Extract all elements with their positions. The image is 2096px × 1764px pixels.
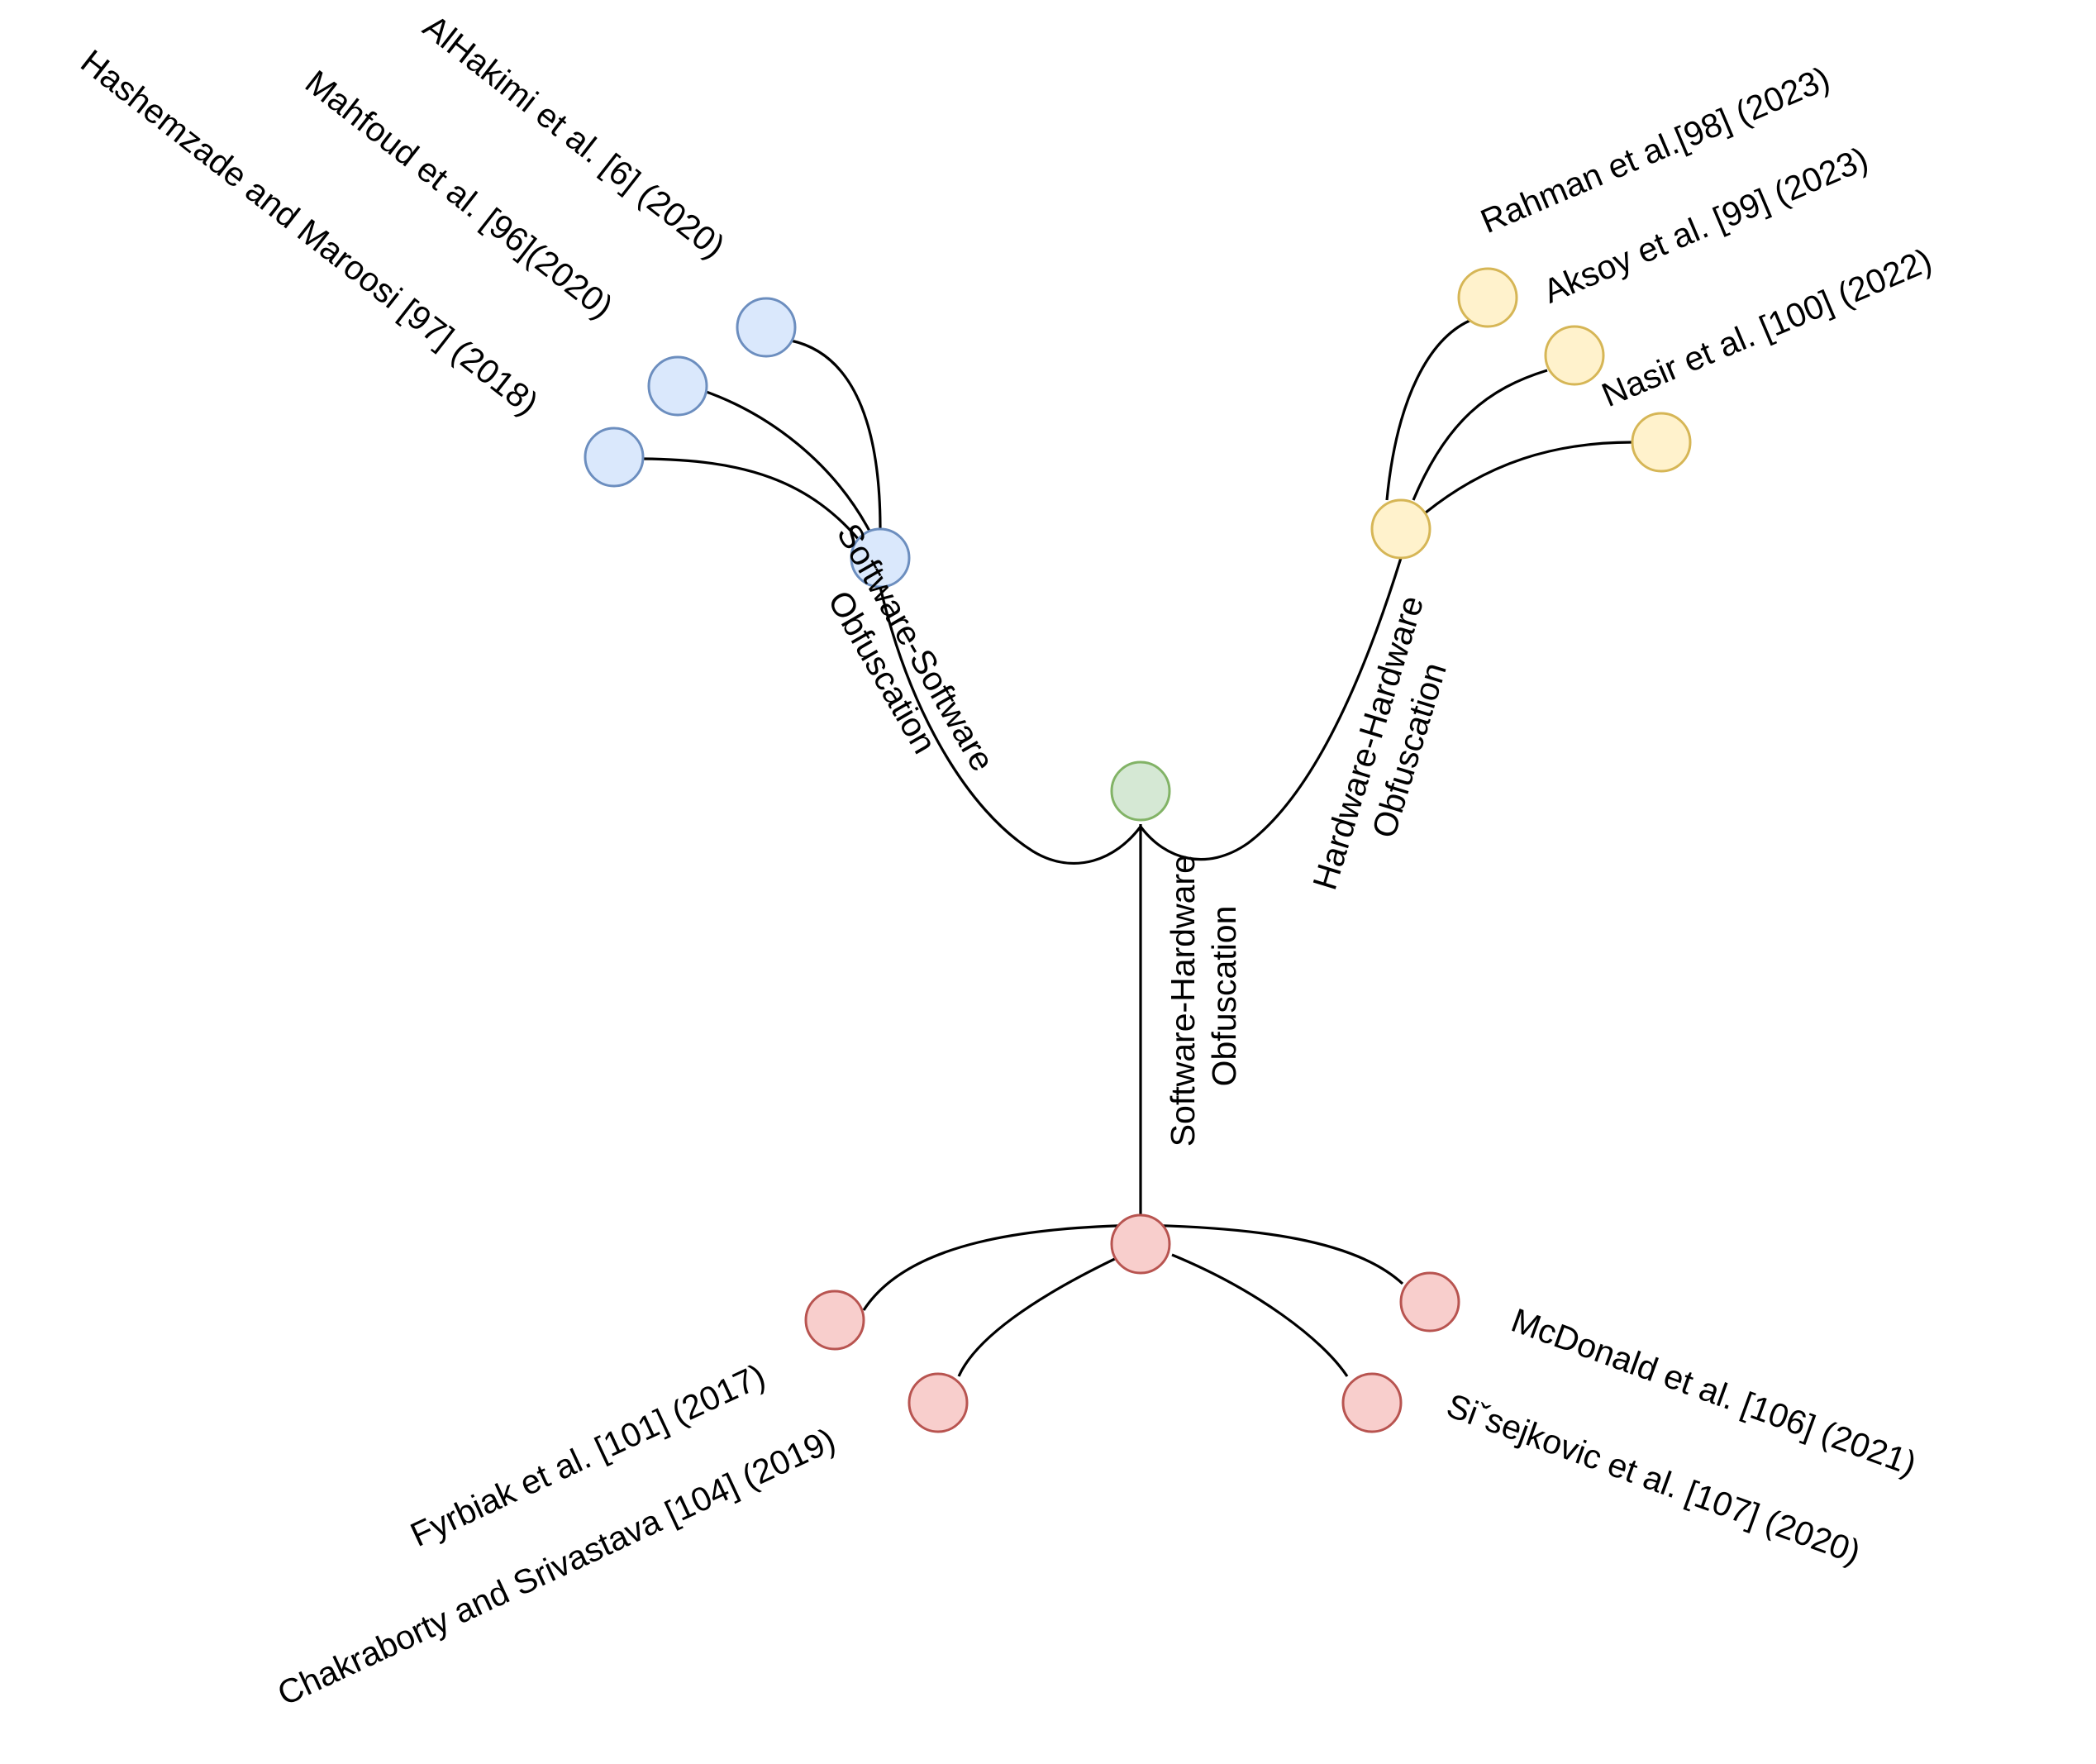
edges	[641, 319, 1633, 1377]
nasir-node	[1631, 412, 1692, 473]
hardware-hardware-node	[1370, 498, 1431, 560]
edge-mixed-fyrbiak	[862, 1223, 1141, 1311]
edge-root-hardware-hardware	[1139, 557, 1403, 861]
edge-mixed-mcdonald	[1140, 1223, 1404, 1285]
mahfoud-label: Mahfoud et al. [96](2020)	[298, 63, 620, 326]
software-hardware-label-line1: Software-Hardware	[1164, 855, 1202, 1147]
software-software-node	[850, 527, 911, 589]
edge-hardware-nasir	[1425, 441, 1633, 514]
mcdonald-node	[1399, 1271, 1460, 1333]
leaf-labels: AlHakimi et al. [6] (2020) Mahfoud et al…	[74, 7, 1936, 1714]
branch-labels: Software-Software Obfuscation Hardware-H…	[821, 517, 1473, 1147]
fyrbiak-node	[804, 1290, 865, 1351]
root-node	[1110, 760, 1171, 822]
edge-root-software-software	[879, 586, 1142, 865]
sisejkovic-node	[1341, 1372, 1403, 1433]
edge-mixed-chakraborty	[957, 1255, 1121, 1377]
chakraborty-node	[907, 1372, 969, 1433]
fyrbiak-label: Fyrbiak et al. [101] (2017)	[405, 1356, 771, 1554]
mahfoud-node	[647, 355, 708, 417]
edge-software-alhakimi	[790, 339, 882, 530]
edge-software-mahfoud	[701, 389, 874, 536]
alhakimi-label: AlHakimi et al. [6] (2020)	[417, 7, 732, 266]
nodes	[584, 267, 1692, 1433]
hashemzade-node	[584, 427, 645, 488]
alhakimi-node	[736, 297, 797, 358]
software-hardware-label: Software-Hardware Obfuscation	[1164, 846, 1243, 1147]
edge-hardware-aksoy	[1412, 369, 1548, 501]
software-hardware-node	[1110, 1213, 1171, 1275]
edge-mixed-sisejkovic	[1171, 1253, 1349, 1377]
rahman-node	[1457, 267, 1518, 328]
aksoy-node	[1544, 325, 1605, 386]
hardware-hardware-label: Hardware-Hardware Obfuscation	[1305, 582, 1473, 906]
edge-software-hashemzade	[641, 457, 865, 547]
software-hardware-label-line2: Obfuscation	[1205, 906, 1243, 1087]
edge-hardware-rahman	[1385, 319, 1470, 501]
